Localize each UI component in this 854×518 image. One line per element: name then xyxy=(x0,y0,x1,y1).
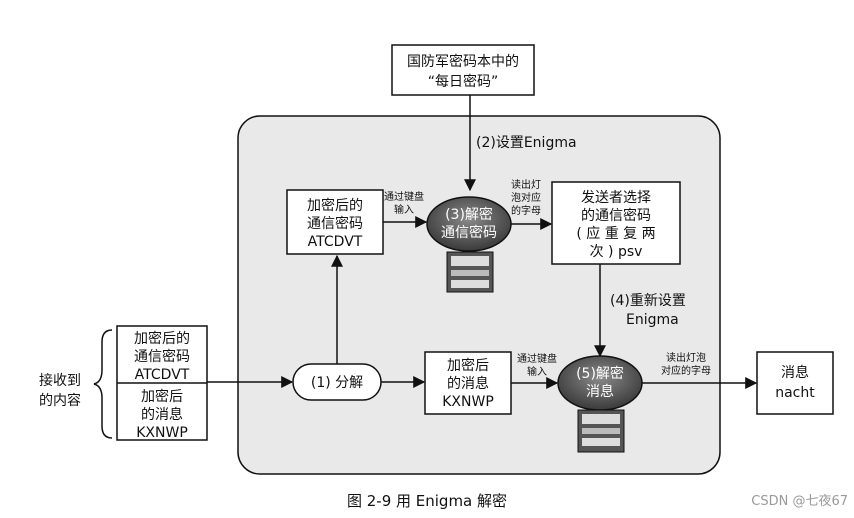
read-lamp-2-line-1: 读出灯泡 xyxy=(666,351,706,364)
keyboard-input-2-line-2: 输入 xyxy=(527,365,547,378)
decrypt-message-line-2: 消息 xyxy=(586,383,614,400)
received-top-line-2: 通信密码 xyxy=(134,348,190,365)
read-lamp-1-line-2: 泡对应 xyxy=(511,191,541,204)
received-bottom-line-2: 的消息 xyxy=(141,406,183,423)
encrypted-code-line-1: 加密后的 xyxy=(307,197,363,214)
brace-icon xyxy=(93,329,113,439)
step2-label: (2)设置Enigma xyxy=(476,135,577,151)
decrypt-message-line-1: (5)解密 xyxy=(576,365,624,382)
figure-caption: 图 2-9 用 Enigma 解密 xyxy=(346,492,508,510)
read-lamp-1-line-3: 的字母 xyxy=(511,204,541,217)
decrypt-code-line-1: (3)解密 xyxy=(445,206,493,223)
received-bottom-line-3: KXNWP xyxy=(136,425,188,441)
sender-code-line-4: 次 ) psv xyxy=(590,244,643,260)
enigma-machine-icon xyxy=(446,251,494,293)
decrypt-code-node xyxy=(426,196,512,252)
message-line-2: nacht xyxy=(775,385,815,401)
daily-key-line-1: 国防军密码本中的 xyxy=(407,53,519,70)
encrypted-message-line-3: KXNWP xyxy=(442,394,494,410)
sender-code-line-3: ( 应 重 复 两 xyxy=(576,225,655,242)
read-lamp-2-line-2: 对应的字母 xyxy=(661,364,711,377)
received-bottom-line-1: 加密后 xyxy=(141,388,183,405)
keyboard-input-1-line-2: 输入 xyxy=(394,203,414,216)
received-label-line-1: 接收到 xyxy=(39,372,81,389)
encrypted-message-line-1: 加密后 xyxy=(447,357,489,374)
step4-label-line-1: (4)重新设置 xyxy=(610,293,686,309)
csdn-watermark: CSDN @七夜67 xyxy=(751,494,848,509)
decrypt-message-node xyxy=(557,355,643,411)
sender-code-line-1: 发送者选择 xyxy=(581,190,651,206)
encrypted-message-box xyxy=(424,351,512,415)
step4-label-line-2: Enigma xyxy=(626,312,679,328)
decrypt-code-line-2: 通信密码 xyxy=(441,224,497,241)
encrypted-code-box xyxy=(286,189,384,255)
daily-key-box xyxy=(391,44,535,96)
sender-code-box xyxy=(551,181,681,265)
split-label: (1) 分解 xyxy=(311,375,363,391)
encrypted-message-line-2: 的消息 xyxy=(447,375,489,392)
received-top-line-1: 加密后的 xyxy=(134,330,190,347)
encrypted-code-line-3: ATCDVT xyxy=(308,234,363,250)
received-label-line-2: 的内容 xyxy=(39,392,81,409)
keyboard-input-1-line-1: 通过键盘 xyxy=(384,190,424,203)
received-top-line-3: ATCDVT xyxy=(135,367,190,383)
daily-key-line-2: “每日密码” xyxy=(428,73,499,90)
encrypted-code-line-2: 通信密码 xyxy=(307,215,363,232)
read-lamp-1-line-1: 读出灯 xyxy=(511,178,541,191)
sender-code-line-2: 的通信密码 xyxy=(581,207,651,224)
enigma-machine-icon-2 xyxy=(577,409,625,453)
message-box xyxy=(756,351,834,415)
keyboard-input-2-line-1: 通过键盘 xyxy=(517,352,557,365)
message-line-1: 消息 xyxy=(781,364,809,381)
